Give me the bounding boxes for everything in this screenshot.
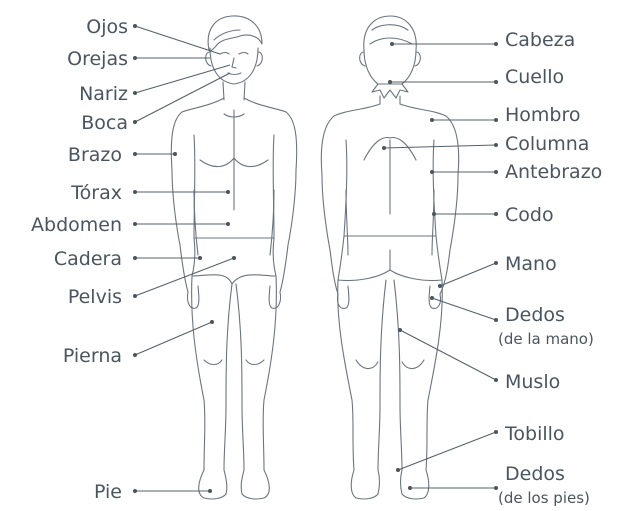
label-dedos-pies: Dedos (de los pies) xyxy=(408,463,590,507)
label-torax: Tórax xyxy=(70,182,230,204)
svg-text:Antebrazo: Antebrazo xyxy=(505,161,602,183)
label-pierna: Pierna xyxy=(63,320,214,367)
svg-text:Boca: Boca xyxy=(81,112,128,134)
label-dedos-mano: Dedos (de la mano) xyxy=(430,296,594,348)
svg-text:Orejas: Orejas xyxy=(67,48,128,70)
svg-text:Tobillo: Tobillo xyxy=(504,423,565,445)
svg-text:Pierna: Pierna xyxy=(63,345,122,367)
label-mano: Mano xyxy=(438,253,557,288)
svg-text:Mano: Mano xyxy=(505,253,557,275)
svg-text:Tórax: Tórax xyxy=(70,182,122,204)
label-cuello: Cuello xyxy=(388,66,564,88)
label-abdomen: Abdomen xyxy=(31,214,230,236)
svg-text:Dedos: Dedos xyxy=(505,463,565,485)
label-antebrazo: Antebrazo xyxy=(430,161,602,183)
back-body-figure xyxy=(321,16,458,499)
label-cabeza: Cabeza xyxy=(390,29,575,51)
label-codo: Codo xyxy=(432,204,554,226)
label-hombro: Hombro xyxy=(430,104,581,126)
label-pie: Pie xyxy=(94,481,212,503)
label-cadera: Cadera xyxy=(54,248,202,270)
svg-text:Columna: Columna xyxy=(505,133,589,155)
svg-text:Nariz: Nariz xyxy=(79,83,128,105)
svg-text:(de la mano): (de la mano) xyxy=(498,330,594,348)
svg-text:Pie: Pie xyxy=(94,481,122,503)
svg-text:Ojos: Ojos xyxy=(86,16,128,38)
label-columna: Columna xyxy=(382,133,589,155)
svg-text:(de los pies): (de los pies) xyxy=(498,489,590,507)
svg-text:Cabeza: Cabeza xyxy=(505,29,575,51)
svg-text:Hombro: Hombro xyxy=(505,104,581,126)
svg-text:Pelvis: Pelvis xyxy=(68,286,122,308)
svg-text:Cuello: Cuello xyxy=(505,66,564,88)
svg-text:Dedos: Dedos xyxy=(505,304,565,326)
svg-text:Abdomen: Abdomen xyxy=(31,214,122,236)
svg-text:Cadera: Cadera xyxy=(54,248,122,270)
svg-text:Muslo: Muslo xyxy=(505,371,560,393)
label-brazo: Brazo xyxy=(68,144,177,166)
label-orejas: Orejas xyxy=(67,48,210,70)
svg-text:Brazo: Brazo xyxy=(68,144,122,166)
svg-text:Codo: Codo xyxy=(505,204,554,226)
